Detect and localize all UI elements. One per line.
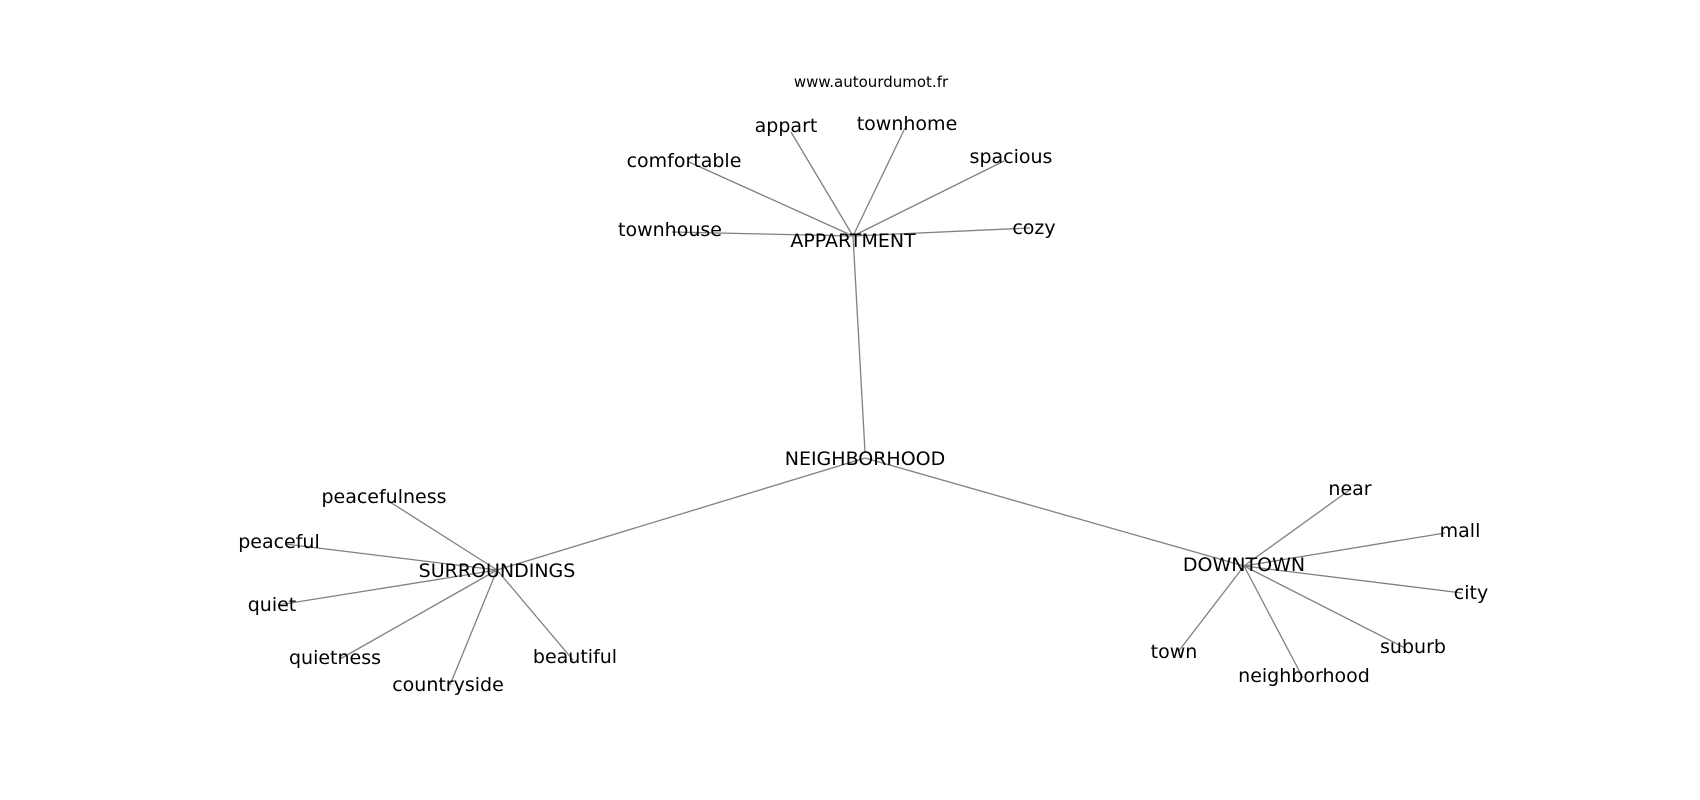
edge-surroundings-peacefulness — [389, 501, 498, 571]
word-node-suburb: suburb — [1380, 636, 1446, 658]
edge-layer — [277, 127, 1463, 686]
edge-appartment-cozy — [852, 227, 1031, 237]
edge-neighborhood-surroundings — [496, 457, 866, 571]
word-node-cozy: cozy — [1012, 217, 1055, 239]
hub-node-downtown: DOWNTOWN — [1183, 554, 1305, 576]
edge-downtown-suburb — [1243, 565, 1406, 649]
word-node-city: city — [1454, 582, 1488, 604]
edge-neighborhood-downtown — [864, 457, 1245, 567]
word-node-quiet: quiet — [248, 594, 297, 616]
edge-appartment-appart — [790, 131, 854, 237]
edge-downtown-near — [1243, 488, 1352, 567]
word-node-beautiful: beautiful — [533, 646, 617, 668]
hub-node-surroundings: SURROUNDINGS — [419, 560, 576, 582]
watermark-text: www.autourdumot.fr — [794, 73, 949, 91]
word-node-townhouse: townhouse — [618, 219, 722, 241]
edge-neighborhood-appartment — [852, 235, 866, 453]
edge-downtown-neighborhood — [1243, 565, 1304, 679]
word-node-quietness: quietness — [289, 647, 381, 669]
word-node-neighborhood: neighborhood — [1238, 665, 1370, 687]
word-node-appart: appart — [755, 115, 818, 137]
word-node-town: town — [1151, 641, 1198, 663]
word-node-near: near — [1328, 478, 1371, 500]
word-node-mall: mall — [1440, 520, 1481, 542]
center-node-neighborhood: NEIGHBORHOOD — [785, 448, 946, 470]
word-node-spacious: spacious — [970, 146, 1053, 168]
edge-downtown-town — [1177, 565, 1245, 653]
edge-appartment-townhouse — [671, 231, 854, 237]
word-node-comfortable: comfortable — [627, 150, 742, 172]
edge-downtown-city — [1243, 565, 1463, 594]
edge-appartment-spacious — [852, 160, 1005, 237]
word-node-peaceful: peaceful — [238, 531, 320, 553]
word-node-peacefulness: peacefulness — [321, 486, 446, 508]
edge-surroundings-quiet — [277, 569, 498, 606]
edge-appartment-townhome — [852, 127, 906, 237]
word-node-countryside: countryside — [392, 674, 504, 696]
edge-surroundings-quietness — [339, 569, 498, 660]
edge-surroundings-countryside — [449, 569, 498, 686]
edge-downtown-mall — [1243, 532, 1446, 567]
edge-appartment-comfortable — [688, 161, 854, 237]
edge-surroundings-beautiful — [496, 569, 574, 661]
word-node-townhome: townhome — [857, 113, 958, 135]
hub-node-appartment: APPARTMENT — [790, 230, 916, 252]
edge-surroundings-peaceful — [284, 543, 498, 571]
